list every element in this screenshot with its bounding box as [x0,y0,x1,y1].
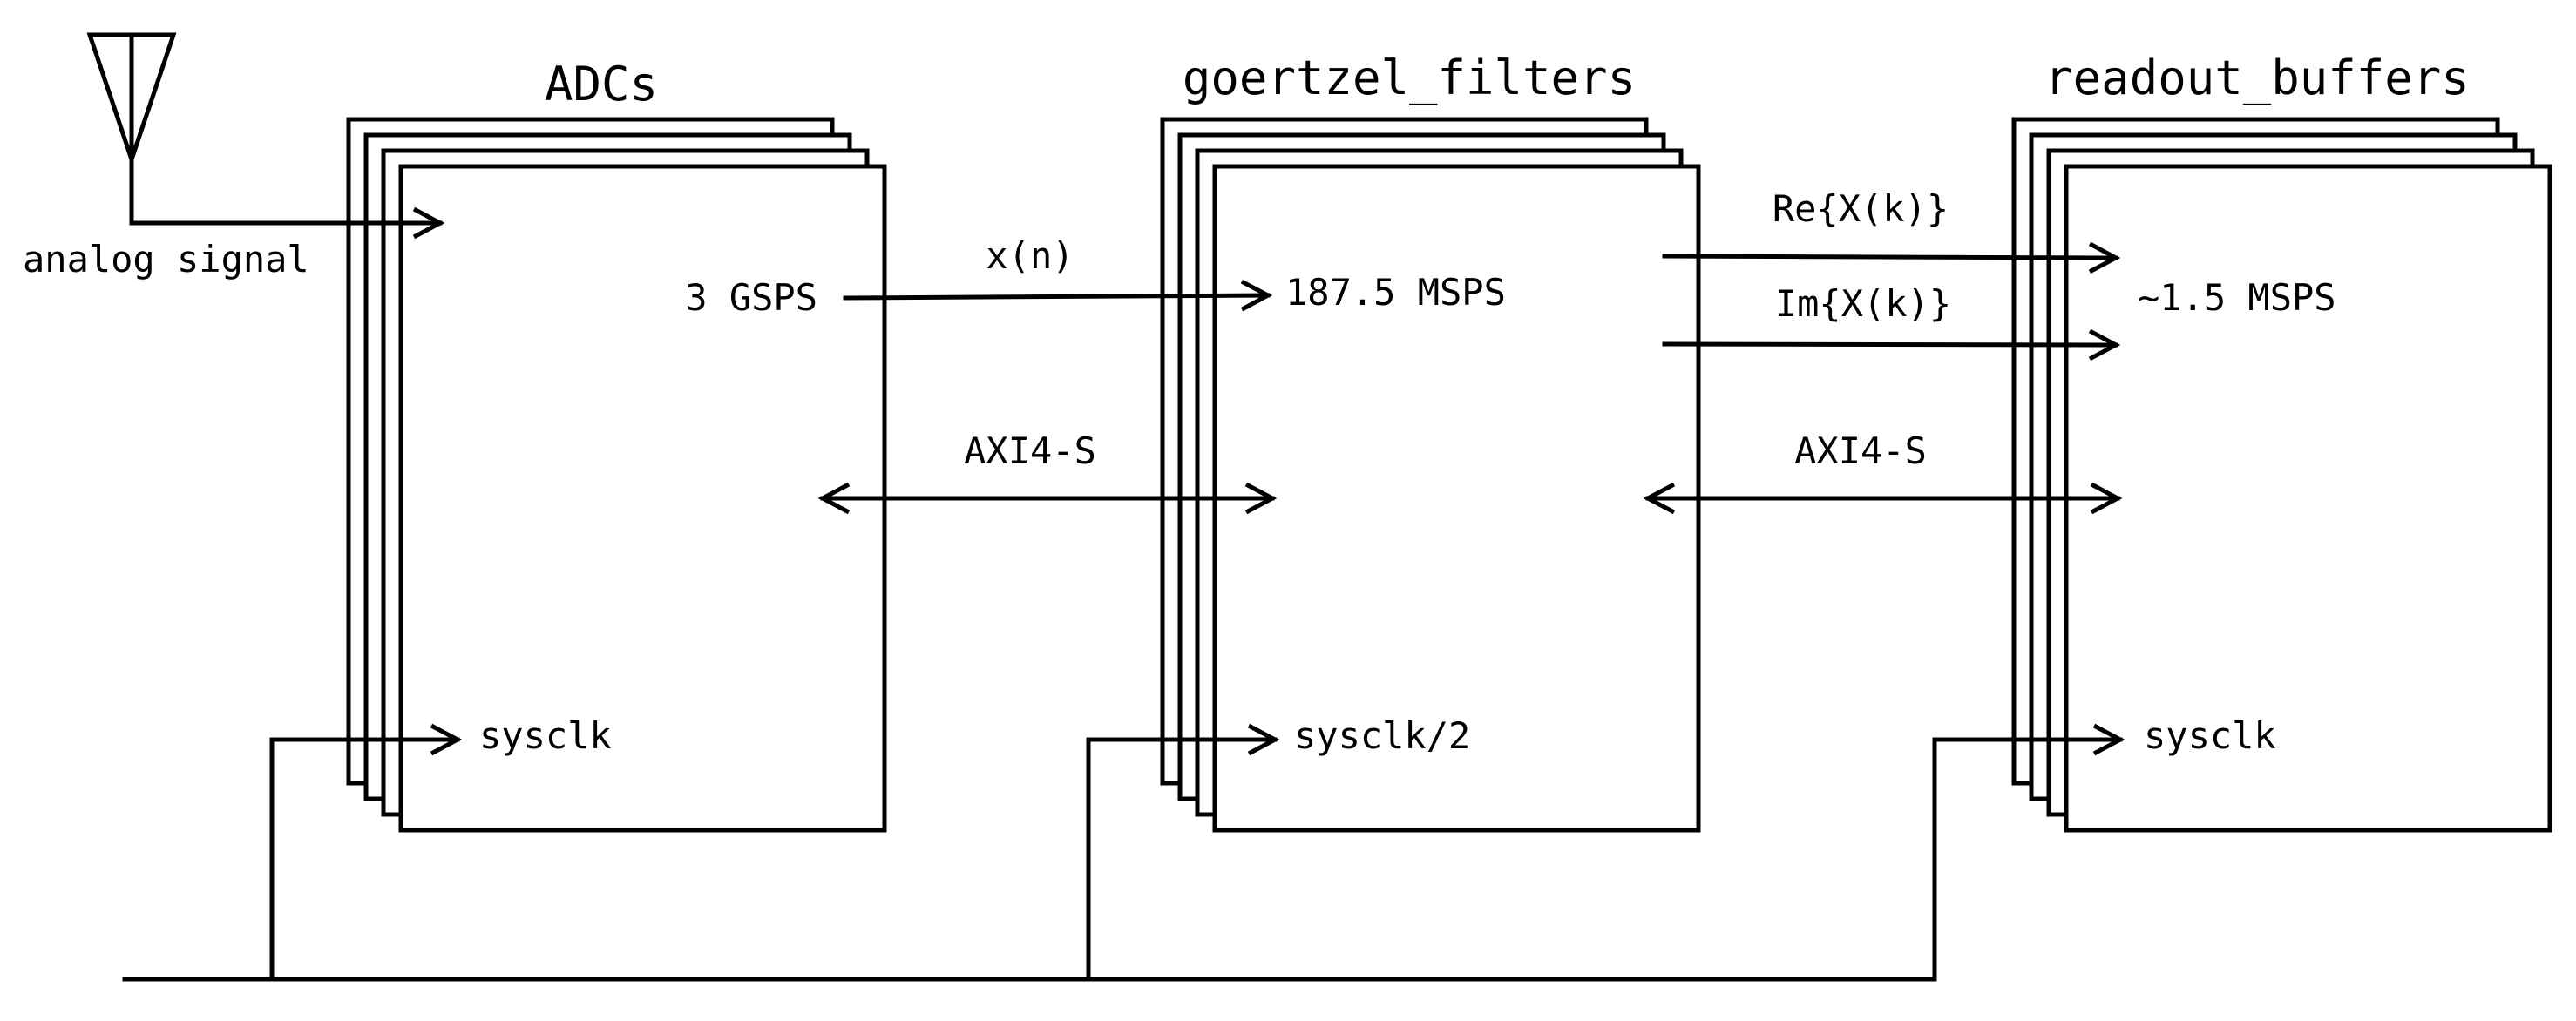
re-arrow [1662,241,2121,274]
re-label: Re{X(k)} [1773,187,1949,230]
goertzel-rate-label: 187.5 MSPS [1285,271,1506,314]
readout-rate-label: ~1.5 MSPS [2138,276,2336,319]
adcs-clock-label: sysclk [479,714,612,757]
readout-clock-label: sysclk [2144,714,2276,757]
readout-block [2011,117,2552,833]
analog-signal-wire [129,163,445,240]
goertzel-title: goertzel_filters [1183,51,1636,105]
adcs-block [346,117,887,833]
adcs-rate-label: 3 GSPS [685,276,817,319]
adcs-title: ADCs [545,57,658,112]
clock-distribution [122,723,2125,982]
im-label: Im{X(k)} [1775,282,1951,325]
readout-title: readout_buffers [2044,51,2470,105]
xn-arrow [843,279,1273,312]
goertzel-clock-label: sysclk/2 [1294,714,1470,757]
axis-right-label: AXI4-S [1794,429,1927,472]
axis-left-label: AXI4-S [964,429,1096,472]
antenna-icon [86,32,177,168]
im-arrow [1662,328,2121,362]
analog-signal-label: analog signal [23,238,309,281]
goertzel-block [1160,117,1701,833]
xn-label: x(n) [986,234,1074,277]
